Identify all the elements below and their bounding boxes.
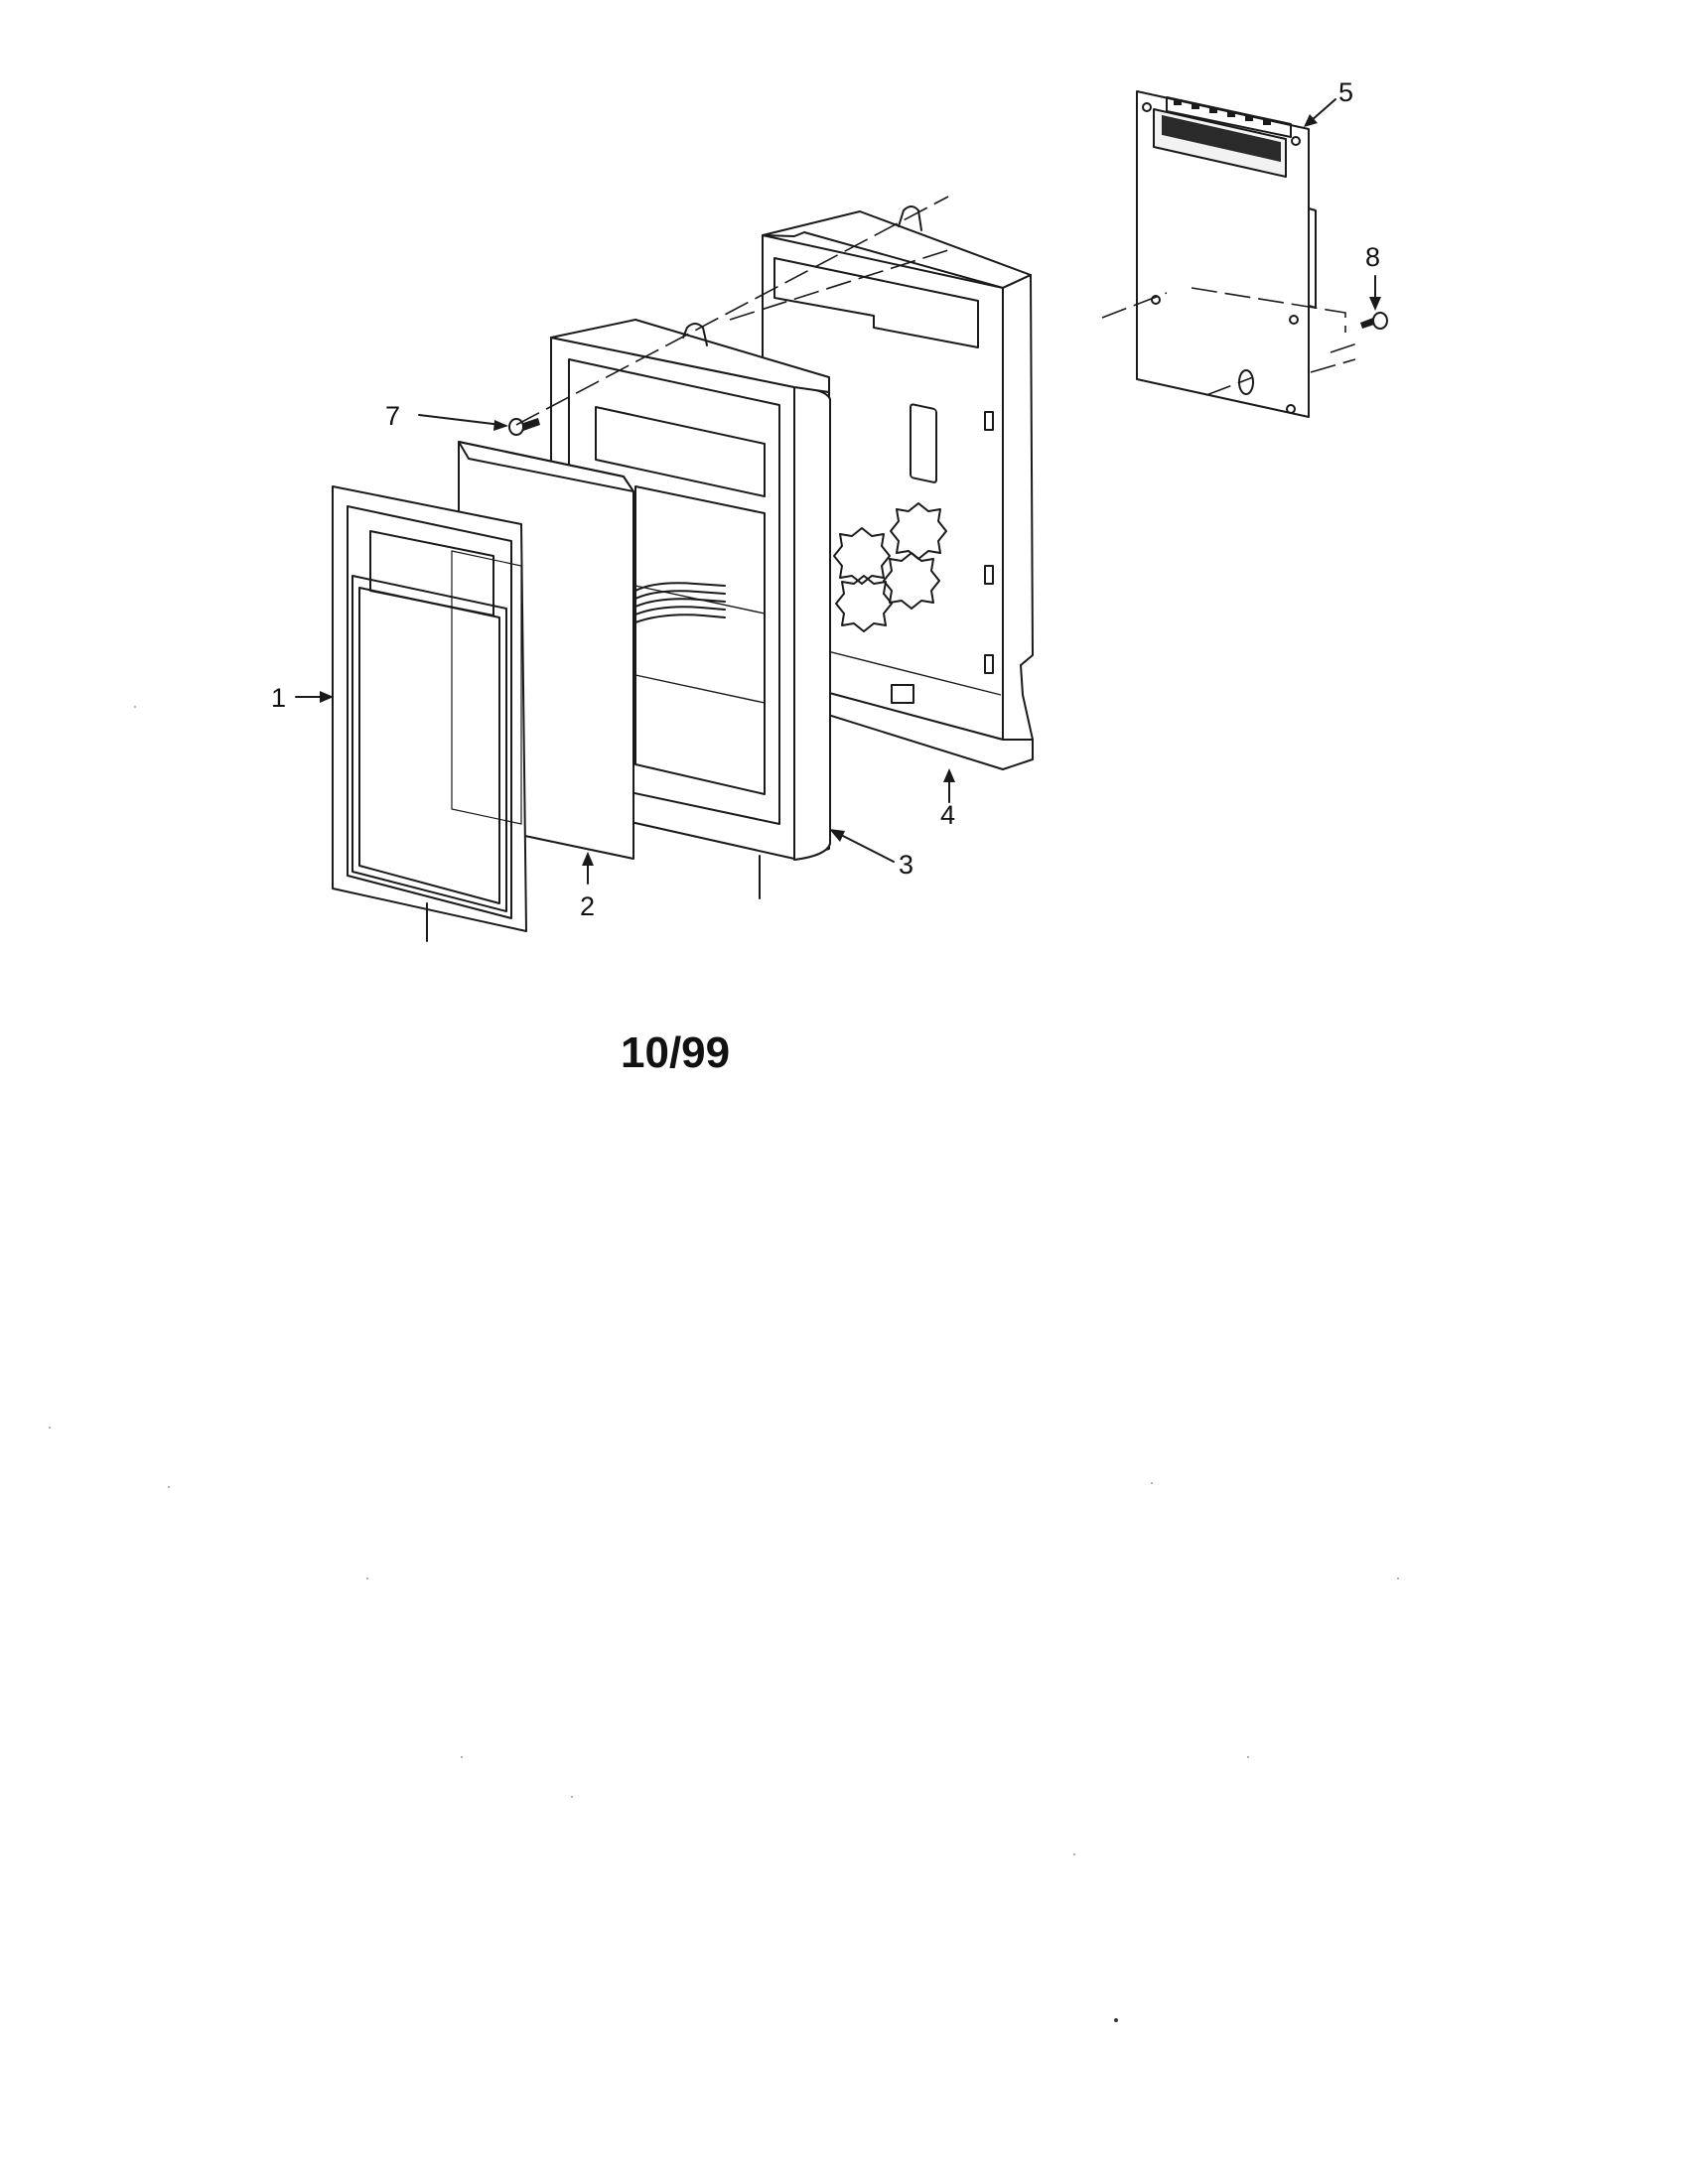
- key-holes: [833, 502, 947, 632]
- callout-1: 1: [271, 683, 286, 713]
- scan-specks: [49, 706, 1399, 2022]
- callout-4: 4: [940, 800, 955, 830]
- date-code: 10/99: [621, 1028, 731, 1077]
- part-1-front-overlay: [332, 485, 527, 942]
- callout-2: 2: [580, 891, 595, 921]
- callout-5: 5: [1338, 77, 1353, 107]
- leader-lines: [295, 98, 1381, 885]
- callout-8: 8: [1365, 242, 1380, 272]
- board-connector-pins: [1174, 99, 1271, 125]
- part-5-circuit-board: [1136, 90, 1317, 418]
- callout-7: 7: [385, 401, 400, 431]
- part-7-screw: [508, 418, 540, 436]
- part-8-screw: [1360, 312, 1388, 330]
- alignment-lines: [515, 196, 1361, 426]
- callout-3: 3: [899, 850, 913, 880]
